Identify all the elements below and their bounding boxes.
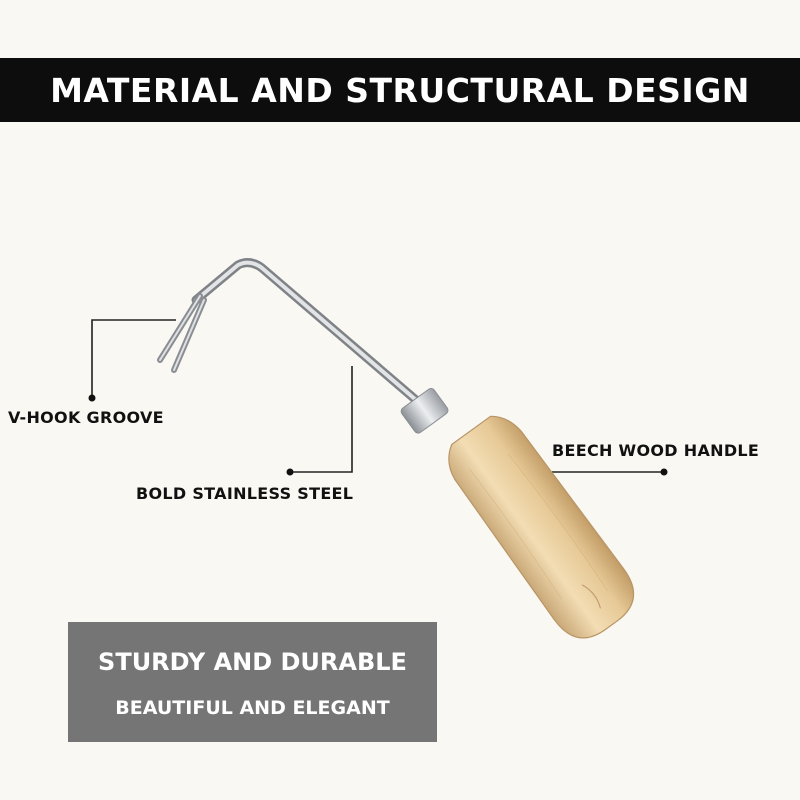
metal-ferrule bbox=[400, 388, 449, 434]
callout-label-bold-stainless-steel: BOLD STAINLESS STEEL bbox=[136, 484, 354, 503]
callout-line-v-hook bbox=[91, 319, 176, 398]
feature-line-beautiful: BEAUTIFUL AND ELEGANT bbox=[115, 697, 390, 719]
steel-shaft bbox=[191, 258, 421, 405]
callout-dot-v-hook bbox=[88, 394, 96, 402]
feature-box: STURDY AND DURABLE BEAUTIFUL AND ELEGANT bbox=[68, 622, 437, 742]
callout-label-beech-wood-handle: BEECH WOOD HANDLE bbox=[552, 441, 760, 460]
callout-line-steel bbox=[290, 366, 353, 473]
callout-dot-steel bbox=[286, 468, 294, 476]
beech-wood-handle bbox=[448, 415, 635, 639]
callout-label-v-hook-groove: V-HOOK GROOVE bbox=[8, 408, 164, 427]
header-band: MATERIAL AND STRUCTURAL DESIGN bbox=[0, 58, 800, 122]
header-title: MATERIAL AND STRUCTURAL DESIGN bbox=[50, 70, 750, 110]
feature-line-sturdy: STURDY AND DURABLE bbox=[98, 648, 407, 676]
v-hook-fork bbox=[157, 293, 207, 373]
callout-dot-handle bbox=[660, 468, 668, 476]
